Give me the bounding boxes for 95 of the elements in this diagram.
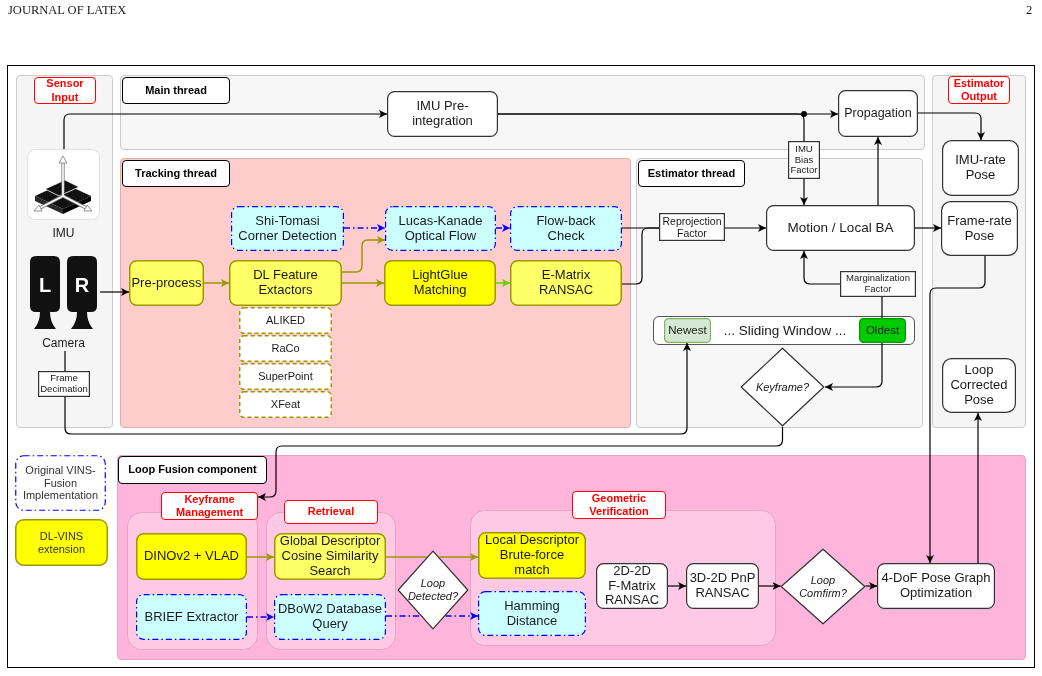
- arrow: [495, 279, 511, 287]
- group-title: Loop Fusion component: [118, 456, 267, 484]
- group-panel: [932, 75, 1026, 428]
- factor-box: Frame Decimation: [38, 371, 90, 397]
- band-label: ... Sliding Window ...: [722, 321, 848, 340]
- process-box: Hamming Distance: [478, 591, 586, 636]
- arrow: [246, 553, 275, 561]
- arrow: [203, 279, 230, 287]
- process-box: Propagation: [838, 90, 918, 137]
- option-box: ALIKED: [239, 307, 332, 334]
- process-box: IMU Pre-integration: [387, 91, 498, 137]
- connector-line: [385, 615, 422, 617]
- connector-line: [881, 296, 883, 319]
- process-box: Local Descriptor Brute-force match: [478, 532, 586, 579]
- arrow: [63, 110, 388, 150]
- group-title: Estimator Output: [948, 76, 1010, 104]
- group-title: Sensor Input: [34, 77, 96, 104]
- process-box: DINOv2 + VLAD: [136, 533, 247, 580]
- camera-side-label: L: [38, 274, 52, 296]
- window-slot-box: Oldest: [859, 318, 906, 343]
- option-box: XFeat: [239, 391, 332, 418]
- arrow: [667, 582, 687, 590]
- output-box: IMU-rate Pose: [942, 140, 1019, 196]
- group-panel: [16, 75, 113, 428]
- process-box: BRIEF Extractor: [136, 594, 247, 640]
- arrow: [246, 613, 275, 621]
- legend-text: Original VINS-Fusion Implementation: [21, 464, 100, 502]
- icon-caption: Camera: [41, 335, 86, 351]
- process-box: 4-DoF Pose Graph Optimization: [877, 563, 995, 609]
- decision-diamond: Loop Comfirm?: [780, 548, 866, 625]
- process-box: E-Matrix RANSAC: [510, 260, 622, 306]
- arrow: [257, 426, 784, 501]
- group-panel: [470, 491, 776, 646]
- legend-text: DL-VINS extension: [36, 529, 87, 556]
- sliding-window-band: [653, 316, 915, 345]
- group-title: Keyframe Management: [161, 492, 258, 520]
- arrow: [444, 612, 479, 620]
- option-box: RaCo: [239, 335, 332, 362]
- arrow: [758, 582, 782, 590]
- factor-box: Marginalization Factor: [840, 271, 916, 297]
- process-box: LightGlue Matching: [384, 260, 496, 306]
- window-slot-box: Newest: [664, 318, 711, 343]
- arrow: [341, 236, 386, 273]
- arrow: [864, 582, 878, 590]
- decision-diamond: Loop Detected?: [397, 550, 469, 630]
- thread-panel: [636, 158, 923, 428]
- output-box: Frame-rate Pose: [941, 201, 1018, 256]
- arrow: [800, 178, 808, 206]
- process-box: Shi-Tomasi Corner Detection: [231, 206, 344, 251]
- factor-box: IMU Bias Factor: [788, 141, 820, 179]
- group-title: Main thread: [122, 77, 230, 104]
- group-title: Retrieval: [284, 500, 378, 524]
- process-box: Motion / Local BA: [766, 205, 915, 251]
- arrow: [64, 342, 691, 435]
- process-box: Flow-back Check: [510, 206, 622, 251]
- process-box: Global Descriptor Cosine Similarity Search: [274, 533, 386, 580]
- process-box: 2D-2D F-Matrix RANSAC: [596, 563, 668, 609]
- page-header: JOURNAL OF LATEX: [8, 3, 127, 18]
- arrow: [824, 342, 883, 391]
- option-box: SuperPoint: [239, 363, 332, 390]
- arrow: [438, 553, 479, 561]
- group-title: Estimator thread: [638, 160, 745, 187]
- arrow: [343, 224, 386, 232]
- arrow: [874, 136, 882, 206]
- arrow: [914, 224, 942, 232]
- factor-box: Reprojection Factor: [659, 213, 725, 241]
- process-box: Lucas-Kanade Optical Flow: [385, 206, 496, 251]
- connector-line: [621, 227, 660, 285]
- group-panel: [266, 500, 396, 650]
- connector-line: [64, 350, 66, 372]
- arrow: [974, 412, 982, 564]
- group-panel: [127, 492, 258, 650]
- arrow: [926, 255, 986, 564]
- process-box: Pre-process: [129, 260, 204, 306]
- arrow: [99, 288, 130, 296]
- group-title: Geometric Verification: [572, 491, 666, 519]
- arrow: [800, 250, 841, 285]
- icon-caption: IMU: [51, 225, 76, 241]
- camera-side-label: R: [74, 274, 90, 296]
- arrow: [917, 112, 985, 141]
- group-title: Tracking thread: [122, 160, 230, 187]
- arrow: [724, 224, 767, 232]
- thread-panel: [120, 158, 631, 428]
- output-box: Loop Corrected Pose: [942, 358, 1016, 413]
- page-number: 2: [1026, 3, 1033, 18]
- thread-panel: [120, 75, 925, 150]
- process-box: DBoW2 Database Query: [274, 594, 386, 640]
- connector-line: [385, 556, 428, 558]
- component-panel: [117, 455, 1026, 660]
- process-box: DL Feature Extactors: [229, 260, 342, 306]
- decision-diamond: Keyframe?: [740, 347, 825, 427]
- arrow: [495, 224, 511, 232]
- connector-line: [497, 113, 805, 142]
- process-box: 3D-2D PnP RANSAC: [686, 563, 759, 609]
- arrow: [341, 279, 385, 287]
